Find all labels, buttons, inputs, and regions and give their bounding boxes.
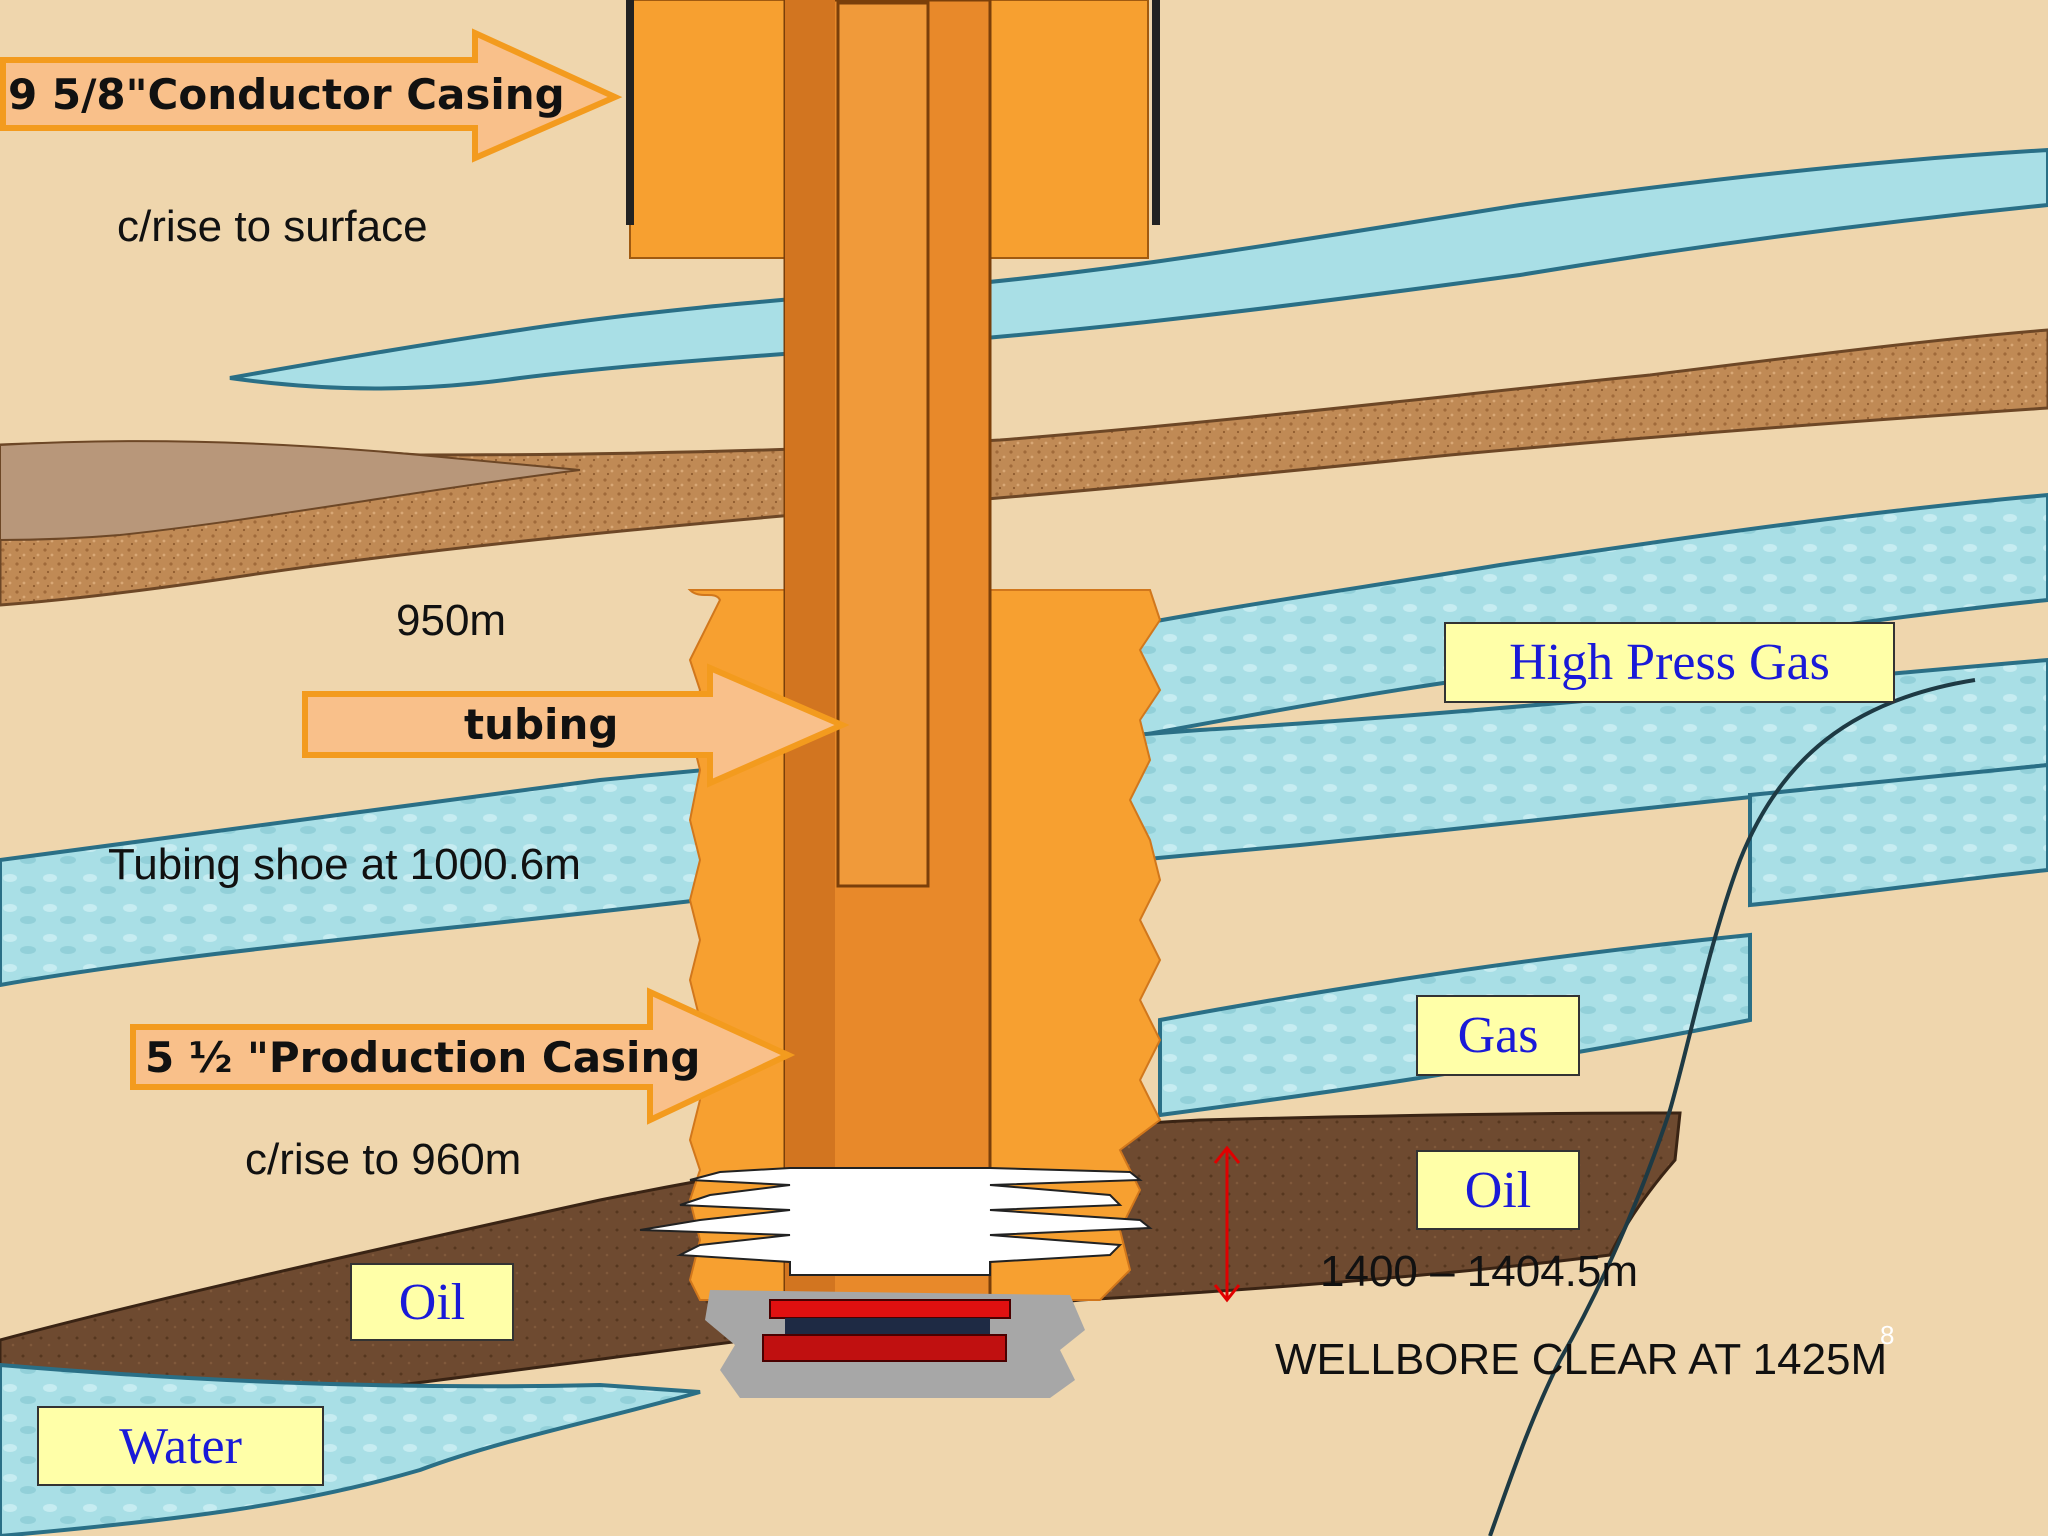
perf-interval-arrow-head-bottom bbox=[1213, 1284, 1241, 1303]
zone-water: Water bbox=[37, 1406, 324, 1486]
shale-layer bbox=[0, 440, 581, 541]
perf-interval-arrow-head-top bbox=[1213, 1145, 1241, 1164]
fault-line bbox=[1488, 678, 1976, 1536]
zone-gas: Gas bbox=[1416, 995, 1580, 1076]
tubing-shoe-label: Tubing shoe at 1000.6m bbox=[108, 840, 581, 889]
sand-layer bbox=[0, 328, 2048, 607]
conductor-casing-arrow bbox=[0, 28, 623, 163]
tubing-string bbox=[836, 1, 930, 888]
production-casing-shade bbox=[785, 0, 835, 1305]
perf-interval-label: 1400 – 1404.5m bbox=[1320, 1247, 1639, 1296]
perforations bbox=[639, 1167, 1153, 1276]
packer-bottom bbox=[762, 1334, 1007, 1362]
water-layer-upper bbox=[229, 147, 2048, 391]
zone-high-press-gas: High Press Gas bbox=[1444, 622, 1895, 703]
wellbore-clear-label: WELLBORE CLEAR AT 1425M bbox=[1275, 1335, 1888, 1384]
packer-top bbox=[769, 1299, 1011, 1319]
conductor-rise-label: c/rise to surface bbox=[117, 202, 428, 251]
zone-oil-left: Oil bbox=[350, 1263, 514, 1341]
production-rise-label: c/rise to 960m bbox=[245, 1135, 522, 1184]
water-layer-lower-right bbox=[1748, 762, 2048, 908]
production-casing-label: 5 ½ "Production Casing bbox=[145, 1033, 701, 1082]
conductor-casing-left-wall bbox=[626, 0, 634, 225]
production-casing-arrow bbox=[130, 987, 796, 1125]
tubing-label: tubing bbox=[464, 700, 619, 749]
conductor-casing-right-wall bbox=[1152, 0, 1160, 225]
slide-number: 8 bbox=[1880, 1320, 1895, 1350]
depth-950-label: 950m bbox=[396, 596, 507, 645]
tubing-arrow bbox=[302, 663, 850, 788]
zone-oil-right: Oil bbox=[1416, 1150, 1580, 1230]
conductor-casing-label: 9 5/8"Conductor Casing bbox=[8, 70, 565, 119]
